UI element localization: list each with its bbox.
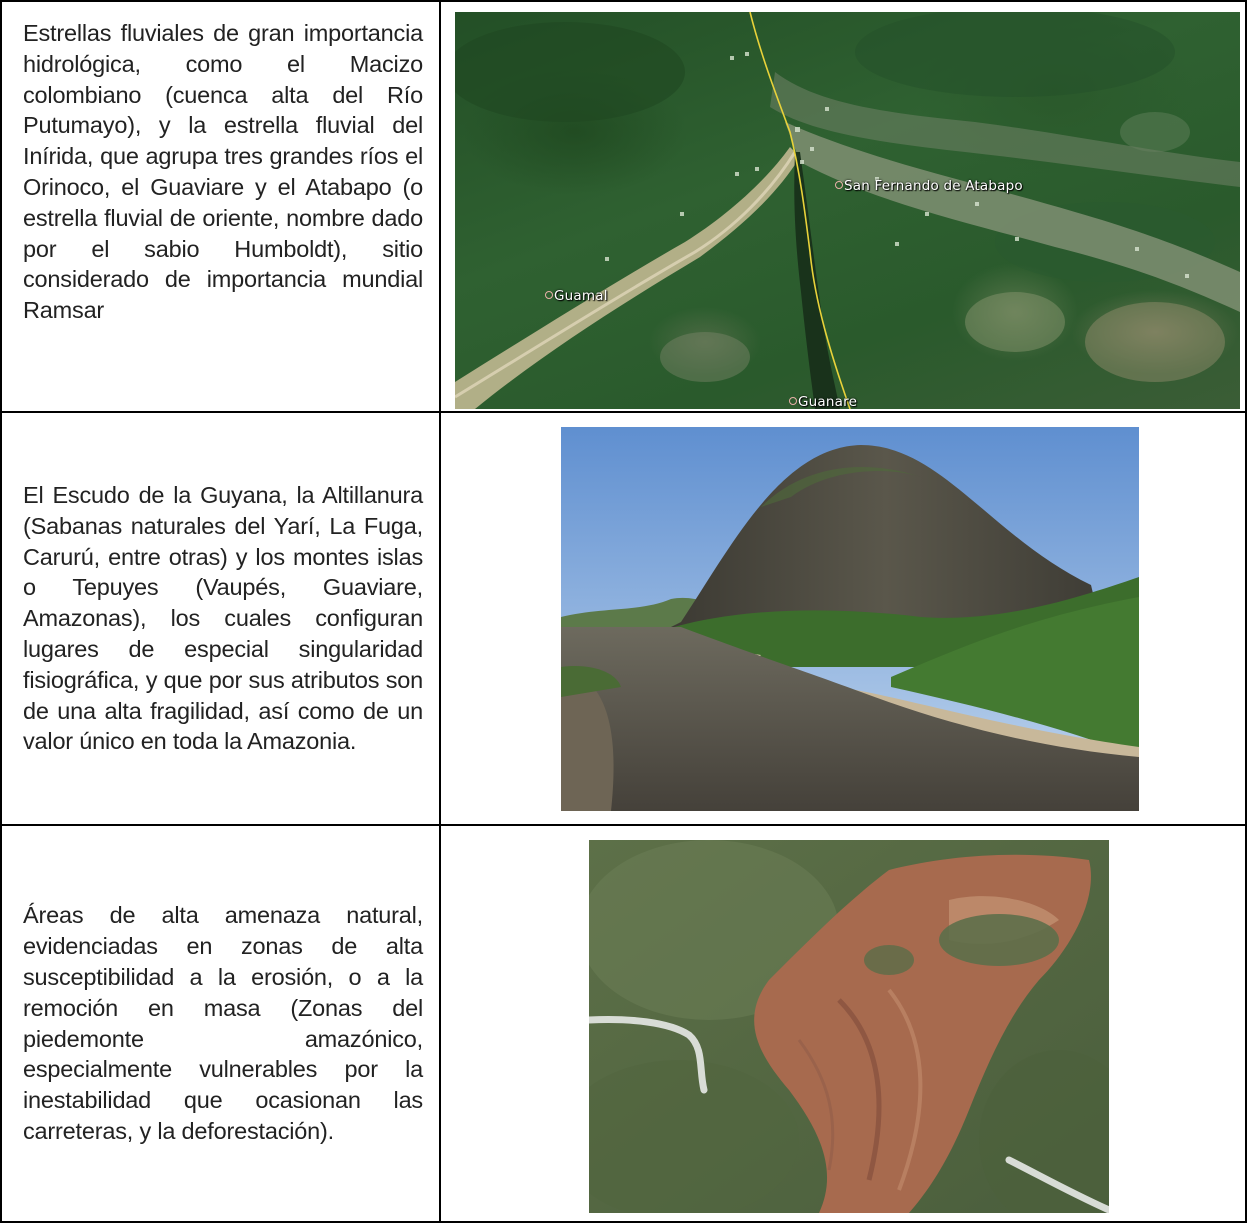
map-label-guamal: Guamal xyxy=(545,288,608,304)
image-cell xyxy=(439,410,1247,827)
map-pin-icon xyxy=(545,291,553,299)
map-drawing xyxy=(455,12,1240,409)
image-cell: San Fernando de Atabapo Guamal Guanare xyxy=(439,0,1247,413)
tepuy-drawing xyxy=(561,426,1139,811)
landslide-drawing xyxy=(589,840,1109,1214)
row-2-text: El Escudo de la Guyana, la Altillanura (… xyxy=(23,481,423,755)
map-pin-icon xyxy=(835,181,843,189)
row-1-text: Estrellas fluviales de gran importancia … xyxy=(23,20,423,324)
map-label-san-fernando: San Fernando de Atabapo xyxy=(835,178,1023,194)
satellite-map-image: San Fernando de Atabapo Guamal Guanare xyxy=(455,12,1240,409)
table-row: Áreas de alta amenaza natural, evidencia… xyxy=(0,824,1247,1223)
text-cell: Áreas de alta amenaza natural, evidencia… xyxy=(0,824,441,1223)
map-label-text: Guamal xyxy=(554,288,608,304)
tepuy-river-photo xyxy=(561,426,1139,811)
map-label-guanare: Guanare xyxy=(789,394,857,409)
landslide-photo xyxy=(589,840,1109,1214)
table-row: El Escudo de la Guyana, la Altillanura (… xyxy=(0,410,1247,827)
map-label-text: Guanare xyxy=(798,394,858,409)
row-3-text: Áreas de alta amenaza natural, evidencia… xyxy=(23,902,423,1145)
text-cell: El Escudo de la Guyana, la Altillanura (… xyxy=(0,410,441,827)
map-pin-icon xyxy=(789,397,797,405)
image-cell xyxy=(439,824,1247,1223)
map-label-text: San Fernando de Atabapo xyxy=(844,178,1023,194)
table-row: Estrellas fluviales de gran importancia … xyxy=(0,0,1247,413)
text-cell: Estrellas fluviales de gran importancia … xyxy=(0,0,441,413)
